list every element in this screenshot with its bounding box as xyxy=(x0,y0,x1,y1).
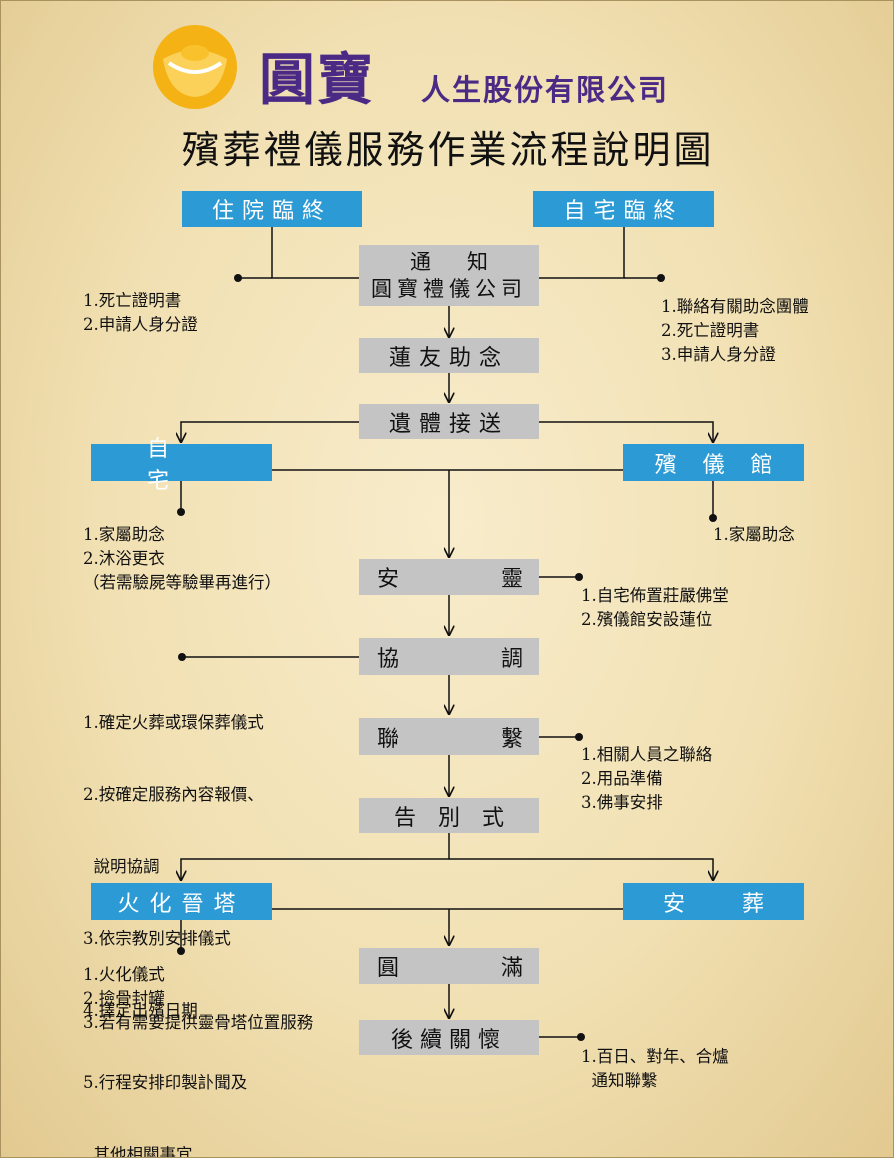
notes-anling: 1.自宅佈置莊嚴佛堂 2.殯儀館安設蓮位 xyxy=(581,584,729,632)
note-item: 4.擇定出殯日期 xyxy=(83,1001,198,1020)
brand-name: 圓寶 xyxy=(259,47,375,113)
note-item: 1.家屬助念 xyxy=(713,525,795,544)
node-completion-left: 圓 xyxy=(377,956,400,981)
note-item: 1.百日、對年、合爐 xyxy=(581,1047,729,1066)
note-item: 2.沐浴更衣 xyxy=(83,549,165,568)
node-cremation: 火化晉塔 xyxy=(91,883,272,920)
node-contact-left: 聯 xyxy=(377,726,400,752)
node-coordinate-left: 協 xyxy=(377,646,400,672)
node-home-end: 自宅臨終 xyxy=(533,191,714,227)
node-coordinate: 協 調 xyxy=(359,638,539,675)
node-coordinate-right: 調 xyxy=(500,646,523,672)
note-item: 2.死亡證明書 xyxy=(661,321,760,340)
node-home: 自宅 xyxy=(91,437,272,494)
notes-contact: 1.相關人員之聯絡 2.用品準備 3.佛事安排 xyxy=(581,743,712,815)
note-item: 1.自宅佈置莊嚴佛堂 xyxy=(581,586,729,605)
node-anling: 安 靈 xyxy=(359,559,539,595)
node-completion: 圓 滿 xyxy=(359,948,539,984)
note-item: 1.聯絡有關助念團體 xyxy=(661,297,809,316)
notes-home: 1.家屬助念 2.沐浴更衣 （若需驗屍等驗畢再進行） xyxy=(83,523,281,595)
brand-subtitle: 人生股份有限公司 xyxy=(421,73,670,107)
note-item: 3.申請人身分證 xyxy=(661,345,776,364)
node-hospital-end: 住院臨終 xyxy=(182,191,362,227)
note-item: 通知聯繫 xyxy=(581,1071,658,1090)
node-funeral-home: 殯儀館 xyxy=(623,444,804,481)
notes-funeral-home: 1.家屬助念 xyxy=(713,523,795,547)
notes-home-end: 1.聯絡有關助念團體 2.死亡證明書 3.申請人身分證 xyxy=(661,295,809,367)
page-title: 殯葬禮儀服務作業流程說明圖 xyxy=(181,128,715,172)
note-item: 5.行程安排印製訃聞及 xyxy=(83,1073,248,1092)
gold-ingot-logo-icon xyxy=(153,25,237,109)
node-burial-left: 安 xyxy=(663,891,686,917)
node-anling-right: 靈 xyxy=(500,567,523,592)
note-item: 其他相關事宜 xyxy=(83,1145,193,1158)
note-item: 2.申請人身分證 xyxy=(83,315,198,334)
node-burial: 安 葬 xyxy=(623,883,804,920)
node-body-transport: 遺體接送 xyxy=(359,404,539,439)
node-follow-up-care: 後續關懷 xyxy=(359,1020,539,1055)
note-item: 1.家屬助念 xyxy=(83,525,165,544)
node-contact-right: 繫 xyxy=(500,726,523,752)
note-item: 3.若有需要提供靈骨塔位置服務 xyxy=(83,1013,314,1032)
note-item: 說明協調 xyxy=(83,857,160,876)
node-lotus-chanting: 蓮友助念 xyxy=(359,338,539,373)
node-contact: 聯 繫 xyxy=(359,718,539,755)
note-item: 3.佛事安排 xyxy=(581,793,663,812)
notes-follow-up: 1.百日、對年、合爐 通知聯繫 xyxy=(581,1045,729,1093)
note-item: 2.殯儀館安設蓮位 xyxy=(581,610,713,629)
note-item: 1.死亡證明書 xyxy=(83,291,182,310)
node-burial-right: 葬 xyxy=(741,891,764,917)
note-item: 3.依宗教別安排儀式 xyxy=(83,929,231,948)
node-farewell-ceremony: 告別式 xyxy=(359,798,539,833)
notes-coordinate: 1.確定火葬或環保葬儀式 2.按確定服務內容報價、 說明協調 3.依宗教別安排儀… xyxy=(83,663,264,1158)
notes-cremation: 1.火化儀式 2.撿骨封罐 3.若有需要提供靈骨塔位置服務 xyxy=(83,963,313,1035)
note-item: 1.確定火葬或環保葬儀式 xyxy=(83,713,264,732)
node-completion-right: 滿 xyxy=(500,956,523,981)
note-item: 2.用品準備 xyxy=(581,769,663,788)
node-notify-line2: 圓寶禮儀公司 xyxy=(371,276,527,301)
node-anling-left: 安 xyxy=(377,567,400,592)
node-notify-company: 通知 圓寶禮儀公司 xyxy=(359,245,539,306)
note-item: （若需驗屍等驗畢再進行） xyxy=(83,573,281,592)
note-item: 1.火化儀式 xyxy=(83,965,165,984)
note-item: 2.按確定服務內容報價、 xyxy=(83,785,264,804)
node-notify-line1: 通知 xyxy=(410,249,524,274)
note-item: 1.相關人員之聯絡 xyxy=(581,745,713,764)
notes-hospital: 1.死亡證明書 2.申請人身分證 xyxy=(83,289,198,337)
note-item: 2.撿骨封罐 xyxy=(83,989,165,1008)
